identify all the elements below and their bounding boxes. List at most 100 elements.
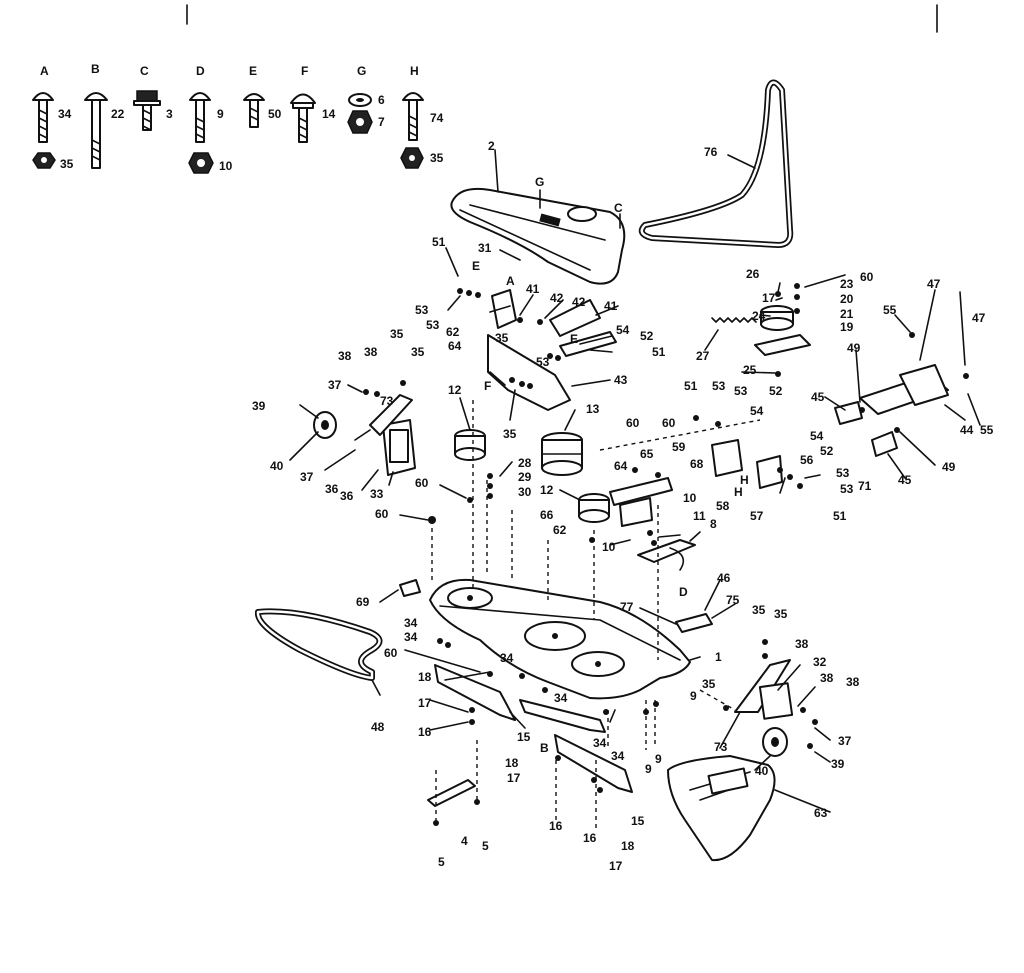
- callout-52a: 52: [640, 329, 654, 343]
- callout-39a: 39: [252, 399, 266, 413]
- callout-13: 13: [586, 402, 600, 416]
- callout-60d: 60: [626, 416, 640, 430]
- callout-37c: 37: [838, 734, 852, 748]
- callout-28: 28: [518, 456, 532, 470]
- callout-17d: 17: [609, 859, 623, 873]
- callout-18a: 18: [418, 670, 432, 684]
- callout-a: A: [506, 274, 515, 288]
- callout-35b: 35: [503, 427, 517, 441]
- callout-64a: 64: [448, 339, 462, 353]
- callout-40a: 40: [270, 459, 284, 473]
- key-qty-a: 34: [58, 107, 72, 121]
- key-letter-h: H: [410, 64, 419, 78]
- bracket-58: [711, 439, 743, 477]
- callout-21: 21: [840, 307, 854, 321]
- callout-71: 71: [858, 479, 872, 493]
- callout-57: 57: [750, 509, 764, 523]
- callout-38e: 38: [846, 675, 860, 689]
- callout-52c: 52: [820, 444, 834, 458]
- callout-41b: 41: [604, 299, 618, 313]
- bolt-e-icon: [243, 93, 265, 128]
- callout-69: 69: [356, 595, 370, 609]
- assembly-lines: [431, 400, 761, 830]
- callout-40b: 40: [755, 764, 769, 778]
- callout-34f: 34: [611, 749, 625, 763]
- callout-45b: 45: [898, 473, 912, 487]
- callout-41a: 41: [526, 282, 540, 296]
- callout-35e: 35: [752, 603, 766, 617]
- callout-h1: H: [740, 473, 749, 487]
- key-letter-g: G: [357, 64, 366, 78]
- callout-16c: 16: [583, 831, 597, 845]
- blade-15-right: [554, 734, 633, 793]
- callout-10b: 10: [602, 540, 616, 554]
- spring-27: [711, 317, 757, 323]
- callout-65: 65: [640, 447, 654, 461]
- blade-15-left: [434, 664, 516, 721]
- callout-53a: 53: [415, 303, 429, 317]
- callout-36a: 36: [325, 482, 339, 496]
- callout-17a: 17: [762, 291, 776, 305]
- key-qty-d: 9: [217, 107, 224, 121]
- key-qty-d2: 10: [219, 159, 233, 173]
- bolt-d-icon: [189, 92, 211, 143]
- callout-12a: 12: [448, 383, 462, 397]
- callout-42b: 42: [572, 295, 586, 309]
- callout-36b: 36: [340, 489, 354, 503]
- bolt-f-icon: [290, 93, 316, 143]
- callout-11: 11: [693, 509, 706, 523]
- callout-34d: 34: [554, 691, 568, 705]
- callout-8: 8: [710, 517, 717, 531]
- nut-g-icon: [347, 110, 373, 134]
- callout-53e: 53: [734, 384, 748, 398]
- callout-31: 31: [478, 241, 492, 255]
- callout-66: 66: [540, 508, 554, 522]
- callout-34a: 34: [404, 616, 418, 630]
- callout-55a: 55: [883, 303, 897, 317]
- bracket-64-65: [609, 477, 673, 527]
- key-letter-a: A: [40, 64, 49, 78]
- callout-37a: 37: [328, 378, 342, 392]
- callout-63: 63: [814, 806, 828, 820]
- callout-34b: 34: [404, 630, 418, 644]
- gauge-wheel-40-left: [313, 411, 337, 439]
- callout-47b: 47: [972, 311, 986, 325]
- callout-1: 1: [715, 650, 722, 664]
- callout-62b: 62: [553, 523, 567, 537]
- bolt-c-icon: [133, 90, 161, 131]
- anchor-bracket-33: [369, 394, 416, 476]
- callout-5a: 5: [438, 855, 445, 869]
- callout-18b: 18: [505, 756, 519, 770]
- key-qty-c: 3: [166, 107, 173, 121]
- callout-43: 43: [614, 373, 628, 387]
- callout-54b: 54: [750, 404, 764, 418]
- idler-pulley-24: [760, 305, 794, 331]
- callout-35a: 35: [495, 331, 509, 345]
- callout-9c: 9: [655, 752, 662, 766]
- callout-76: 76: [704, 145, 718, 159]
- callout-b: B: [540, 741, 549, 755]
- callout-38d: 38: [820, 671, 834, 685]
- nut-d-icon: [188, 152, 214, 174]
- callout-60b: 60: [415, 476, 429, 490]
- callout-38b: 38: [364, 345, 378, 359]
- callout-4: 4: [461, 834, 468, 848]
- bolt-a-icon: [32, 92, 54, 143]
- drive-belt-76: [638, 79, 794, 248]
- bracket-57: [756, 455, 783, 489]
- callout-77: 77: [620, 600, 634, 614]
- callout-c: C: [614, 201, 623, 215]
- callout-38a: 38: [338, 349, 352, 363]
- callout-34e: 34: [593, 736, 607, 750]
- callout-62a: 62: [446, 325, 460, 339]
- nut-h-icon: [400, 147, 424, 169]
- key-qty-g: 6: [378, 93, 385, 107]
- callout-e2: E: [570, 332, 578, 346]
- leader-lines: [289, 149, 981, 813]
- key-letter-c: C: [140, 64, 149, 78]
- callout-47a: 47: [927, 277, 941, 291]
- callout-5b: 5: [482, 839, 489, 853]
- callout-55b: 55: [980, 423, 994, 437]
- discharge-chute-63: [667, 755, 776, 862]
